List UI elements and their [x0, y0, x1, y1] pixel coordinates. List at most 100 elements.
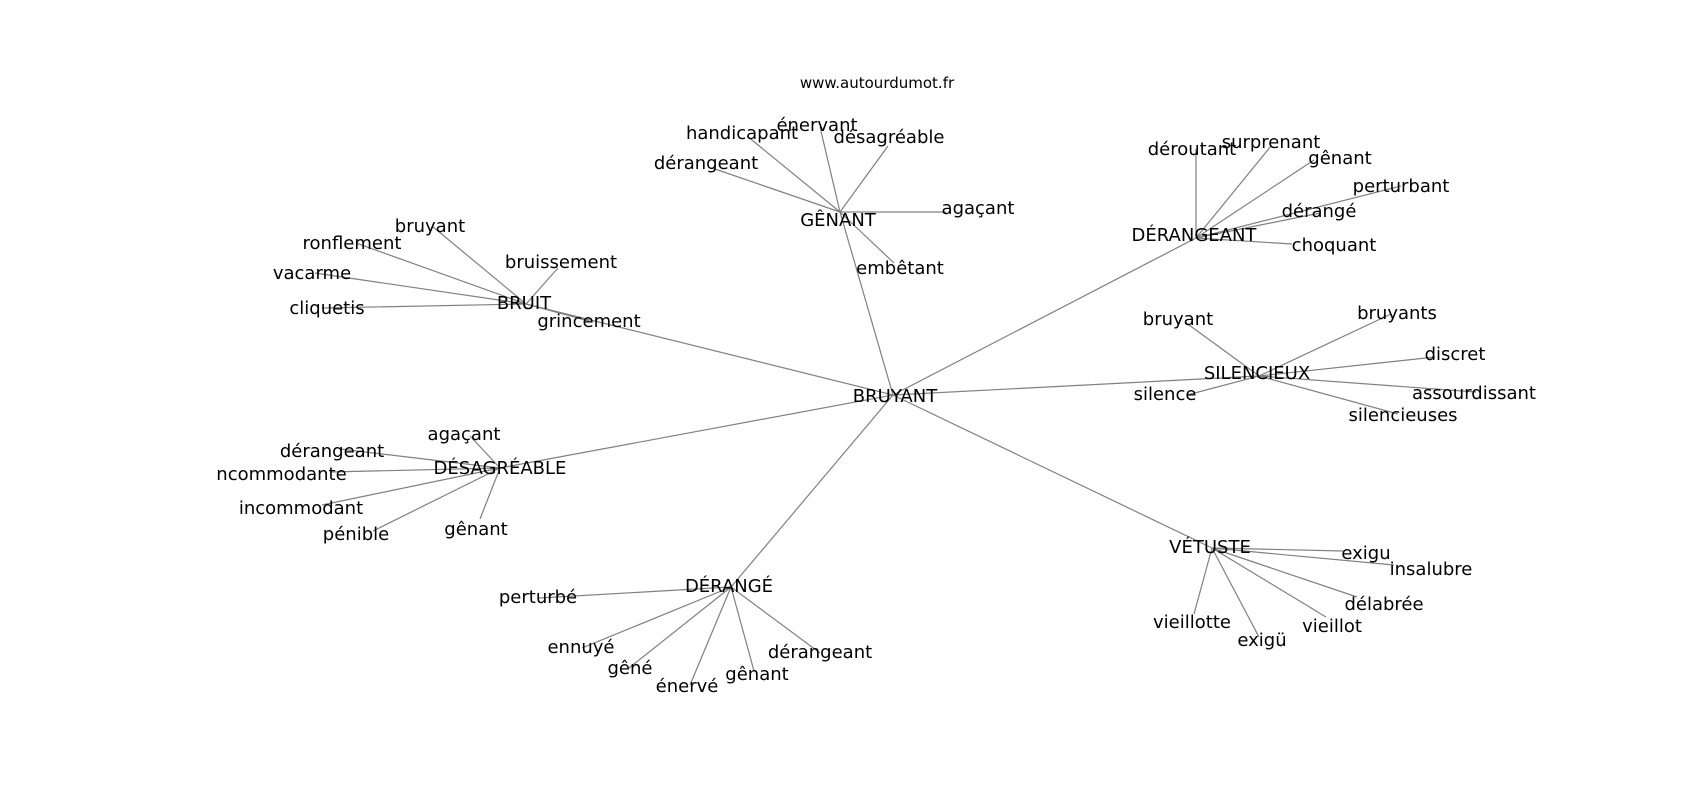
leaf-node-bruit-4: cliquetis: [289, 298, 364, 319]
edge-center-desagreable: [499, 394, 894, 469]
source-label: www.autourdumot.fr: [800, 74, 955, 92]
leaf-node-vetuste-5: vieillot: [1302, 616, 1362, 637]
leaf-node-genant-5: embêtant: [856, 258, 944, 279]
leaf-node-vetuste-0: exigu: [1341, 543, 1390, 564]
hub-node-derangeant: DÉRANGEANT: [1132, 224, 1258, 246]
leaf-node-desagreable-0: agaçant: [428, 424, 501, 445]
edge-vetuste-4: [1211, 547, 1260, 638]
center-node-label: BRUYANT: [853, 386, 938, 407]
leaf-node-vetuste-1: insalubre: [1390, 559, 1473, 580]
edge-center-vetuste: [892, 394, 1213, 549]
leaf-node-vetuste-2: délabrée: [1344, 594, 1423, 615]
edge-bruit-5: [525, 303, 590, 322]
leaf-node-genant-3: dérangeant: [654, 153, 758, 174]
leaf-node-derangeant-2: gênant: [1308, 148, 1371, 169]
edge-desagreable-4: [372, 467, 501, 532]
leaf-node-silencieux-0: bruyant: [1143, 309, 1213, 330]
leaf-node-derange-4: gênant: [725, 664, 788, 685]
leaf-node-derangeant-1: surprenant: [1222, 132, 1321, 153]
leaf-node-silencieux-3: silence: [1134, 384, 1197, 405]
leaf-node-desagreable-2: incommodante: [211, 464, 346, 485]
leaf-node-vetuste-4: exigü: [1237, 630, 1286, 651]
edge-bruit-0: [431, 225, 527, 305]
edge-derange-4: [730, 586, 755, 672]
leaf-node-derangeant-4: dérangé: [1282, 201, 1357, 222]
edge-derange-3: [689, 586, 732, 686]
leaf-node-genant-0: handicapant: [686, 123, 798, 144]
leaf-node-derange-3: énervé: [656, 676, 719, 697]
edge-vetuste-2: [1211, 547, 1358, 598]
edge-derangeant-4: [1195, 212, 1321, 239]
edge-silencieux-4: [1258, 375, 1477, 393]
edge-genant-2: [839, 145, 889, 213]
edge-vetuste-5: [1211, 547, 1327, 618]
leaf-node-silencieux-5: silencieuses: [1348, 405, 1457, 426]
edge-derange-5: [730, 586, 821, 654]
leaf-node-bruit-0: bruyant: [395, 216, 465, 237]
edge-center-derangeant: [892, 237, 1197, 396]
labels: BRUYANT GÊNANT handicapanténervantdésagréa…: [211, 115, 1536, 697]
hub-node-bruit: BRUIT: [497, 293, 552, 314]
edge-desagreable-0: [469, 435, 501, 469]
leaf-node-bruit-1: ronflement: [303, 233, 402, 254]
edge-genant-0: [746, 135, 841, 213]
edge-derangeant-2: [1195, 159, 1315, 239]
edge-silencieux-0: [1184, 321, 1260, 377]
edge-desagreable-5: [479, 467, 501, 520]
leaf-node-vetuste-3: vieillotte: [1153, 612, 1231, 633]
leaf-node-desagreable-5: gênant: [444, 519, 507, 540]
leaf-node-derangeant-5: choquant: [1292, 235, 1377, 256]
leaf-node-derange-2: gêné: [608, 658, 653, 679]
graph-body: BRUYANT GÊNANT handicapanténervantdésagréa…: [211, 115, 1536, 697]
edge-derange-1: [581, 586, 732, 649]
edge-center-genant: [839, 211, 894, 396]
leaf-node-silencieux-1: bruyants: [1357, 303, 1437, 324]
leaf-node-bruit-3: vacarme: [273, 263, 351, 284]
edge-genant-3: [711, 167, 841, 213]
edge-vetuste-0: [1211, 547, 1344, 552]
hub-node-silencieux: SILENCIEUX: [1204, 363, 1310, 384]
edge-silencieux-3: [1186, 375, 1260, 396]
leaf-node-derangeant-3: perturbant: [1353, 176, 1450, 197]
hub-node-derange: DÉRANGÉ: [685, 575, 773, 597]
edge-silencieux-5: [1258, 375, 1399, 415]
edge-center-derange: [730, 394, 894, 588]
edge-desagreable-1: [339, 448, 501, 469]
edge-bruit-4: [321, 303, 527, 309]
leaf-node-desagreable-3: incommodant: [239, 498, 363, 519]
edge-center-bruit: [525, 303, 894, 396]
hub-node-desagreable: DÉSAGRÉABLE: [434, 457, 567, 479]
edge-bruit-1: [355, 242, 527, 305]
leaf-node-derange-1: ennuyé: [547, 637, 614, 658]
edge-genant-1: [819, 126, 841, 213]
edge-vetuste-3: [1193, 547, 1213, 615]
leaf-node-derange-5: dérangeant: [768, 642, 872, 663]
edge-silencieux-2: [1258, 356, 1436, 377]
leaf-node-genant-1: énervant: [776, 115, 857, 136]
leaf-node-derange-0: perturbé: [499, 587, 577, 608]
edge-desagreable-3: [321, 467, 501, 506]
edges: [314, 126, 1477, 686]
edge-bruit-3: [314, 272, 527, 305]
leaf-node-bruit-5: grincement: [537, 311, 640, 332]
edge-derangeant-1: [1195, 145, 1272, 239]
leaf-node-desagreable-1: dérangeant: [280, 441, 384, 462]
leaf-node-silencieux-2: discret: [1425, 344, 1486, 365]
edge-derangeant-5: [1195, 237, 1293, 245]
edge-vetuste-1: [1211, 547, 1395, 566]
leaf-node-bruit-2: bruissement: [505, 252, 617, 273]
leaf-node-genant-2: désagréable: [834, 127, 945, 148]
leaf-node-desagreable-4: pénible: [323, 524, 389, 545]
edge-center-silencieux: [892, 375, 1260, 396]
edge-silencieux-1: [1258, 313, 1392, 377]
leaf-node-silencieux-4: assourdissant: [1412, 383, 1536, 404]
edge-derange-2: [628, 586, 732, 669]
edge-desagreable-2: [329, 467, 501, 473]
leaf-node-derangeant-0: déroutant: [1148, 139, 1236, 160]
edge-derange-0: [538, 586, 732, 599]
edge-genant-5: [839, 211, 895, 264]
hub-node-genant: GÊNANT: [800, 209, 877, 231]
hub-node-vetuste: VÉTUSTE: [1169, 536, 1251, 558]
leaf-node-genant-4: agaçant: [942, 198, 1015, 219]
